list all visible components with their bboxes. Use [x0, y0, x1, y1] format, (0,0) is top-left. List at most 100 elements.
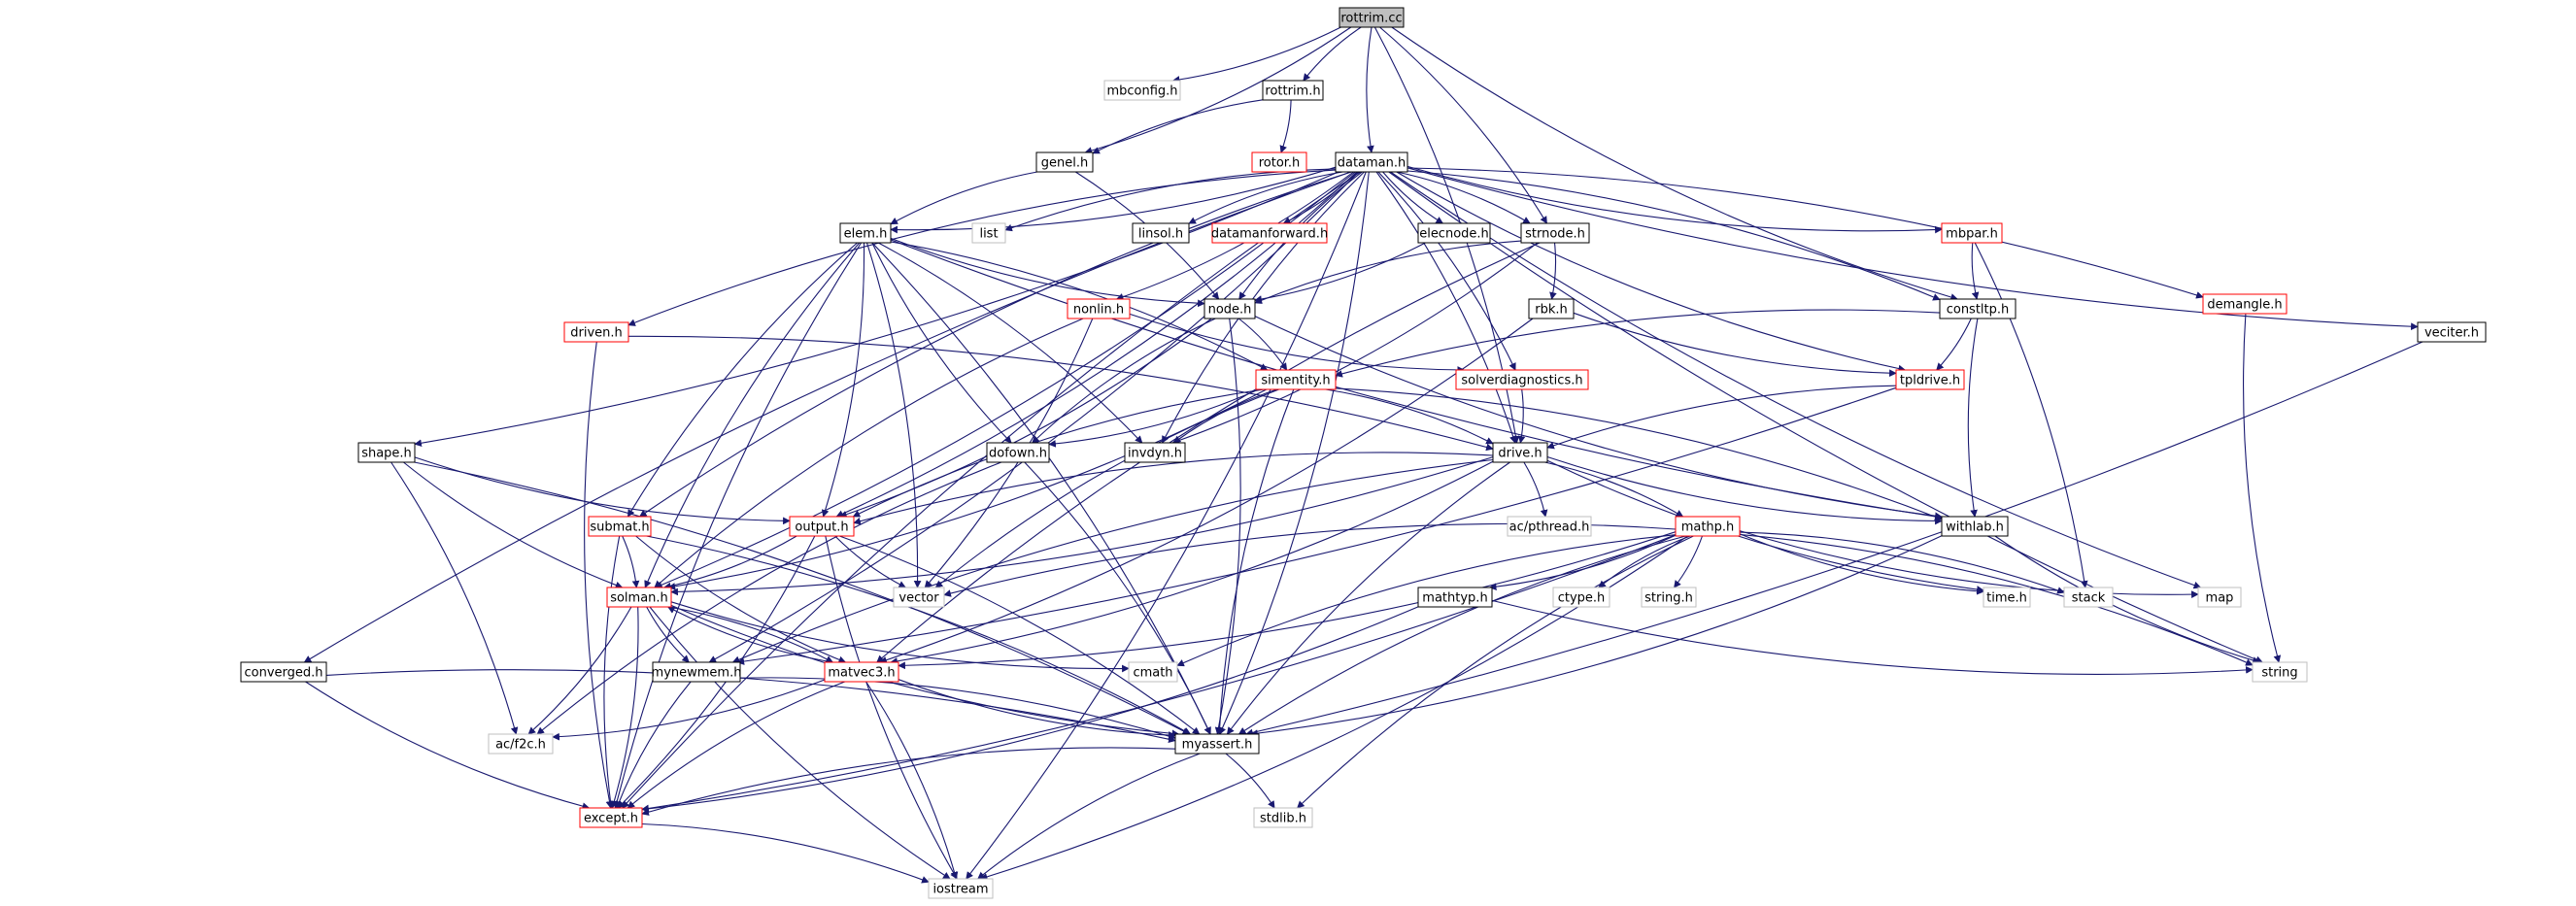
node-box-elem_h — [839, 222, 892, 244]
edge-drive_h-to-ac_pthread_h — [1523, 461, 1548, 518]
node-box-converged_h — [240, 661, 327, 683]
edge-node_h-to-myassert_h — [1214, 318, 1241, 735]
edge-mathp_h-to-cmath — [1176, 534, 1677, 667]
node-label-withlab_h: withlab.h — [1946, 520, 2004, 535]
node-label-dofown_h: dofown.h — [989, 447, 1047, 461]
node-mbpar_h[interactable]: mbpar.h — [1941, 222, 2003, 244]
node-matvec3_h[interactable]: matvec3.h — [824, 661, 899, 683]
node-label-invdyn_h: invdyn.h — [1128, 447, 1182, 461]
node-label-tpldrive_h: tpldrive.h — [1900, 374, 1960, 388]
node-rotor_h[interactable]: rotor.h — [1251, 151, 1307, 173]
node-label-except_h: except.h — [584, 812, 638, 826]
node-shape_h[interactable]: shape.h — [357, 442, 416, 463]
node-box-tpldrive_h — [1895, 369, 1965, 390]
node-box-rotor_h — [1251, 151, 1307, 173]
edge-simentity_h-to-output_h — [852, 388, 1265, 518]
node-box-matvec3_h — [824, 661, 899, 683]
node-label-cmath: cmath — [1133, 666, 1172, 681]
node-dataman_h[interactable]: dataman.h — [1335, 151, 1408, 173]
edge-dataman_h-to-myassert_h — [1218, 171, 1370, 735]
edge-node_h-to-simentity_h — [1237, 318, 1288, 371]
node-genel_h[interactable]: genel.h — [1035, 151, 1094, 173]
node-converged_h[interactable]: converged.h — [240, 661, 327, 683]
node-datamanforward_h[interactable]: datamanforward.h — [1211, 222, 1328, 244]
edge-mathp_h-to-except_h — [641, 534, 1677, 813]
node-node_h[interactable]: node.h — [1203, 298, 1256, 319]
edge-matvec3_h-to-ac_f2c_h — [552, 679, 826, 741]
edge-mynewmem_h-to-myassert_h — [739, 677, 1176, 740]
edge-drive_h-to-time_h — [1546, 459, 1984, 593]
edge-solman_h-to-except_h — [610, 606, 639, 809]
node-mathp_h[interactable]: mathp.h — [1675, 516, 1741, 537]
node-box-withlab_h — [1941, 516, 2009, 537]
node-mynewmem_h[interactable]: mynewmem.h — [652, 661, 742, 683]
node-demangle_h[interactable]: demangle.h — [2202, 293, 2288, 315]
edge-simentity_h-to-myassert_h — [1215, 388, 1295, 735]
node-box-except_h — [579, 807, 643, 828]
node-label-matvec3_h: matvec3.h — [828, 666, 895, 681]
edge-dataman_h-to-converged_h — [303, 171, 1351, 663]
node-label-stack: stack — [2072, 591, 2106, 606]
node-withlab_h[interactable]: withlab.h — [1941, 516, 2009, 537]
edge-except_h-to-iostream — [641, 822, 930, 884]
node-linsol_h[interactable]: linsol.h — [1132, 222, 1190, 244]
node-strnode_h[interactable]: strnode.h — [1520, 222, 1590, 244]
node-box-mbpar_h — [1941, 222, 2003, 244]
node-iostream: iostream — [928, 878, 994, 899]
node-driven_h[interactable]: driven.h — [563, 321, 629, 343]
edge-shape_h-to-ac_f2c_h — [390, 461, 519, 735]
node-solverdiagnostics_h[interactable]: solverdiagnostics.h — [1455, 369, 1589, 390]
edge-drive_h-to-mathp_h — [1544, 461, 1684, 518]
edge-simentity_h-to-dofown_h — [1048, 388, 1260, 448]
node-constltp_h[interactable]: constltp.h — [1939, 298, 2017, 319]
node-label-strnode_h: strnode.h — [1525, 227, 1585, 242]
node-veciter_h[interactable]: veciter.h — [2417, 321, 2487, 343]
node-except_h[interactable]: except.h — [579, 807, 643, 828]
node-label-map: map — [2206, 591, 2234, 606]
node-label-mbpar_h: mbpar.h — [1946, 227, 1998, 242]
node-rottrim_cc[interactable]: rottrim.cc — [1339, 7, 1405, 28]
node-elecnode_h[interactable]: elecnode.h — [1417, 222, 1491, 244]
edge-strnode_h-to-node_h — [1254, 240, 1522, 304]
edge-solman_h-to-iostream — [649, 606, 951, 880]
edge-submat_h-to-solman_h — [622, 535, 640, 588]
node-simentity_h[interactable]: simentity.h — [1255, 369, 1337, 390]
edge-solverdiagnostics_h-to-drive_h — [1517, 388, 1526, 444]
node-label-simentity_h: simentity.h — [1261, 374, 1330, 388]
node-nonlin_h[interactable]: nonlin.h — [1067, 298, 1131, 319]
edge-nonlin_h-to-solman_h — [654, 318, 1084, 588]
edge-dataman_h-to-tpldrive_h — [1396, 171, 1907, 373]
node-box-linsol_h — [1132, 222, 1190, 244]
node-box-shape_h — [357, 442, 416, 463]
node-solman_h[interactable]: solman.h — [606, 587, 672, 608]
node-label-stdlib_h: stdlib.h — [1260, 812, 1306, 826]
edge-dataman_h-to-solman_h — [655, 171, 1356, 588]
edge-mathp_h-to-mathtyp_h — [1488, 534, 1677, 591]
node-invdyn_h[interactable]: invdyn.h — [1124, 442, 1186, 463]
edge-dataman_h-to-list — [1004, 168, 1337, 232]
node-box-ac_pthread_h — [1507, 516, 1592, 537]
node-label-demangle_h: demangle.h — [2207, 298, 2282, 313]
node-box-dofown_h — [986, 442, 1050, 463]
node-dofown_h[interactable]: dofown.h — [986, 442, 1050, 463]
node-box-myassert_h — [1174, 733, 1260, 755]
node-elem_h[interactable]: elem.h — [839, 222, 892, 244]
node-box-ac_f2c_h — [488, 733, 554, 755]
edge-converged_h-to-myassert_h — [325, 669, 1176, 743]
node-submat_h[interactable]: submat.h — [588, 516, 652, 537]
node-tpldrive_h[interactable]: tpldrive.h — [1895, 369, 1965, 390]
edge-rottrim_h-to-rotor_h — [1279, 99, 1292, 153]
node-rbk_h[interactable]: rbk.h — [1528, 298, 1575, 319]
node-rottrim_h[interactable]: rottrim.h — [1262, 80, 1324, 101]
node-output_h[interactable]: output.h — [789, 516, 855, 537]
node-drive_h[interactable]: drive.h — [1492, 442, 1548, 463]
nodes-layer: rottrim.cc mbconfig.h rottrim.h genel.h roto… — [240, 7, 2487, 899]
edge-drive_h-to-mynewmem_h — [731, 458, 1494, 663]
node-label-driven_h: driven.h — [570, 326, 623, 341]
node-label-mathtyp_h: mathtyp.h — [1422, 591, 1487, 606]
node-mathtyp_h[interactable]: mathtyp.h — [1417, 587, 1493, 608]
edge-dataman_h-to-driven_h — [627, 169, 1337, 326]
node-label-mbconfig_h: mbconfig.h — [1106, 84, 1177, 99]
node-myassert_h[interactable]: myassert.h — [1174, 733, 1260, 755]
edge-mathp_h-to-string — [1739, 533, 2254, 666]
